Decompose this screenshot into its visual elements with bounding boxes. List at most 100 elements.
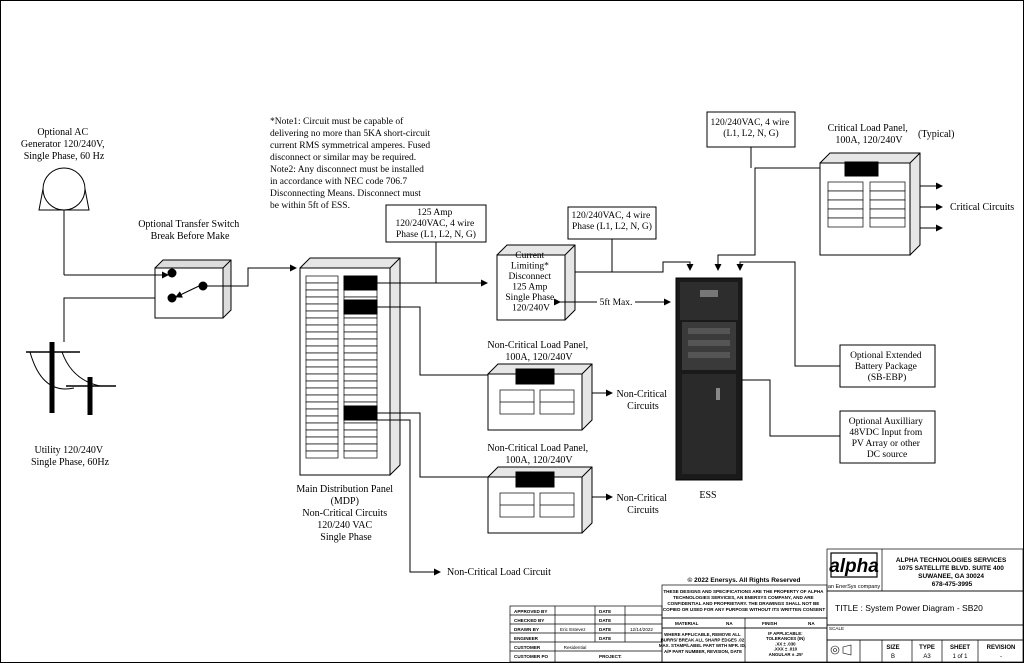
svg-text:1 of 1: 1 of 1 (952, 654, 968, 660)
breaker-slot (305, 387, 339, 396)
svg-text:MATERIAL: MATERIAL (675, 621, 699, 626)
breaker-slot (305, 303, 339, 312)
svg-text:FINISH: FINISH (762, 621, 778, 626)
breaker-slot (343, 359, 378, 368)
wire-mid-box (567, 206, 657, 240)
svg-text:Eric Estevez: Eric Estevez (560, 627, 586, 632)
breaker-slot (343, 338, 378, 347)
wire-top-box (706, 111, 796, 148)
wire-mid-label: 120/240VAC, 4 wire Phase (L1, L2, N, G) (571, 211, 652, 232)
utility-pole-icon (26, 297, 155, 415)
breaker-slot (343, 429, 378, 438)
breaker-slot (827, 181, 864, 192)
svg-text:CUSTOMER PO: CUSTOMER PO (514, 654, 549, 659)
breaker-slot (305, 401, 339, 410)
breaker-slot (305, 436, 339, 445)
mdp-to-nc-panel-1-wire (377, 306, 506, 379)
finish-notes: WHERE APPLICABLE, REMOVE ALL BURRS/ BREA… (659, 632, 747, 654)
nc-circuits-2-label: Non-Critical Circuits (616, 493, 669, 516)
svg-text:SHEET: SHEET (950, 645, 970, 651)
breaker-slot (869, 199, 906, 210)
breaker-slot (305, 415, 339, 424)
breaker-slot (305, 380, 339, 389)
nc-circuits-1-label: Non-Critical Circuits (616, 389, 669, 412)
critical-load-panel (819, 152, 921, 256)
svg-text:CHECKED BY: CHECKED BY (514, 618, 544, 623)
breaker-slot (343, 394, 378, 403)
alpha-logo: alpha an EnerSys company (828, 552, 881, 590)
breaker-slot (343, 436, 378, 445)
wire-125amp-box (385, 204, 487, 243)
breaker-slot (305, 317, 339, 326)
tolerance-notes: IF APPLICABLE: TOLERANCES (IN) .XX ± .03… (766, 631, 806, 657)
svg-text:PROJECT:: PROJECT: (599, 654, 622, 659)
breaker-slot (343, 450, 378, 459)
generator-label: Optional AC Generator 120/240V, Single P… (21, 127, 107, 162)
ats-to-mdp-wire (223, 264, 297, 287)
breaker-slot (343, 387, 378, 396)
transfer-switch-label: Optional Transfer Switch Break Before Ma… (138, 219, 242, 242)
typical-label: (Typical) (918, 129, 955, 140)
ess-label: ESS (699, 490, 716, 501)
breaker-slot (343, 352, 378, 361)
svg-text:TYPE: TYPE (919, 645, 935, 651)
nec-note: *Note1: Circuit must be capable of deliv… (270, 116, 433, 211)
breaker-slot (305, 394, 339, 403)
nc-panel-1-label: Non-Critical Load Panel, 100A, 120/240V (487, 340, 590, 363)
current-limiting-label: Current Limiting* Disconnect 125 Amp Sin… (505, 251, 556, 314)
svg-text:B: B (891, 654, 895, 660)
breaker-slot (827, 208, 864, 219)
breaker-slot (305, 296, 339, 305)
svg-text:DATE: DATE (599, 636, 611, 641)
ebp-wire (739, 261, 840, 367)
breaker-slot (305, 450, 339, 459)
svg-text:CUSTOMER: CUSTOMER (514, 645, 541, 650)
breaker-slot (305, 429, 339, 438)
svg-text:DATE: DATE (599, 618, 611, 623)
generator-symbol (38, 167, 155, 276)
breaker-slot (305, 373, 339, 382)
breaker-slot (305, 345, 339, 354)
mdp-label: Main Distribution Panel (MDP) Non-Critic… (296, 484, 395, 543)
breaker-slot (827, 199, 864, 210)
breaker-slot (305, 422, 339, 431)
breaker-slot (343, 345, 378, 354)
breaker-slot (305, 310, 339, 319)
breaker-slot (869, 181, 906, 192)
breaker-slot (305, 275, 339, 284)
breaker-slot (305, 443, 339, 452)
projection-symbol (830, 644, 852, 656)
svg-text:an EnerSys company: an EnerSys company (828, 584, 881, 590)
main-distribution-panel (299, 257, 401, 476)
svg-text:REVISION: REVISION (987, 645, 1016, 651)
svg-text:NA: NA (726, 621, 733, 626)
svg-text:DRAWN BY: DRAWN BY (514, 627, 539, 632)
drawing-title: TITLE : System Power Diagram - SB20 (835, 603, 983, 613)
ebp-box (839, 344, 936, 388)
ebp-label: Optional Extended Battery Package (SB-EB… (850, 351, 924, 383)
breaker-slot (305, 338, 339, 347)
approval-table: APPROVED BY CHECKED BY DRAWN BY ENGINEER… (514, 609, 653, 659)
svg-text:APPROVED BY: APPROVED BY (514, 609, 547, 614)
critical-circuits-label: Critical Circuits (950, 202, 1014, 213)
breaker-slot (869, 217, 906, 228)
breaker-slot (305, 289, 339, 298)
breaker-slot (343, 422, 378, 431)
breaker-slot (343, 373, 378, 382)
breaker-slot (305, 366, 339, 375)
nc-load-panel-2 (487, 466, 593, 534)
aux-label: Optional Auxilliary 48VDC Input from PV … (849, 417, 926, 460)
breaker-slot (343, 380, 378, 389)
confidential-notice: THESE DESIGNS AND SPECIFICATIONS ARE THE… (663, 589, 826, 612)
ess-cabinet (675, 277, 743, 481)
breaker-slot (343, 366, 378, 375)
breaker-slot (343, 443, 378, 452)
breaker-slot (305, 359, 339, 368)
five-ft-label: 5ft Max. (600, 297, 633, 308)
wire-top-label: 120/240VAC, 4 wire (L1, L2, N, G) (710, 118, 791, 139)
aux-box (839, 410, 936, 464)
svg-text:alpha: alpha (829, 556, 879, 577)
nc-load-panel-1 (487, 363, 593, 431)
svg-text:-: - (1000, 654, 1002, 660)
